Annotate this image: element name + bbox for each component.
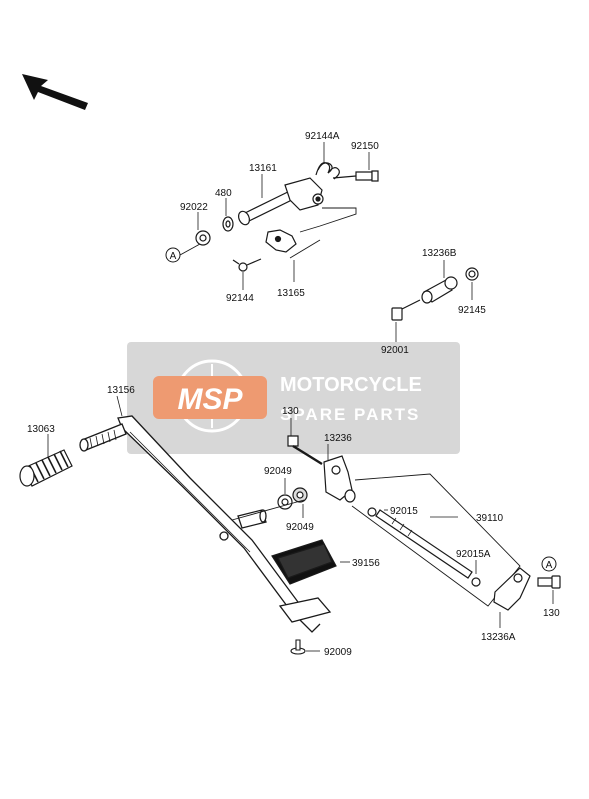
svg-text:A: A <box>546 560 553 571</box>
label-130-top: 130 <box>282 406 299 417</box>
label-92145: 92145 <box>458 305 486 316</box>
label-13236: 13236 <box>324 433 352 444</box>
label-92049-a: 92049 <box>264 466 292 477</box>
label-13156: 13156 <box>107 385 135 396</box>
label-39110: 39110 <box>476 513 504 524</box>
bolt-92009 <box>290 639 306 655</box>
watermark-line2: SPARE PARTS <box>280 405 420 424</box>
shift-pedal-lever <box>79 415 332 633</box>
label-92144A: 92144A <box>305 131 340 142</box>
label-92001: 92001 <box>381 345 409 356</box>
reference-marker-right: A <box>541 556 557 572</box>
svg-text:A: A <box>170 251 177 262</box>
label-13165: 13165 <box>277 288 305 299</box>
direction-arrow-icon <box>22 74 88 110</box>
reference-marker-left: A <box>165 247 181 263</box>
part-labels: 92144A 92150 13161 480 92022 92144 13165… <box>27 131 560 658</box>
watermark-logo: MSP <box>177 383 243 416</box>
label-92144: 92144 <box>226 293 254 304</box>
label-39156: 39156 <box>352 558 380 569</box>
leader-lines <box>47 142 554 652</box>
label-13161: 13161 <box>249 163 277 174</box>
label-480: 480 <box>215 188 232 199</box>
watermark-line1: MOTORCYCLE <box>280 374 422 396</box>
label-13236A: 13236A <box>481 632 516 643</box>
center-linkage-group <box>231 435 561 611</box>
label-92049-b: 92049 <box>286 522 314 533</box>
pedal-pad-39156 <box>271 539 337 585</box>
shift-shaft-group <box>179 162 379 272</box>
linkage-arm-13236B <box>391 267 479 321</box>
label-13063: 13063 <box>27 424 55 435</box>
label-92015: 92015 <box>390 506 418 517</box>
label-92015A: 92015A <box>456 549 491 560</box>
watermark: MSP MOTORCYCLE SPARE PARTS <box>127 342 460 454</box>
label-92009: 92009 <box>324 647 352 658</box>
peg-rubber-13063 <box>19 449 73 487</box>
label-92150: 92150 <box>351 141 379 152</box>
label-13236B: 13236B <box>422 248 457 259</box>
label-130-right: 130 <box>543 608 560 619</box>
label-92022: 92022 <box>180 202 208 213</box>
